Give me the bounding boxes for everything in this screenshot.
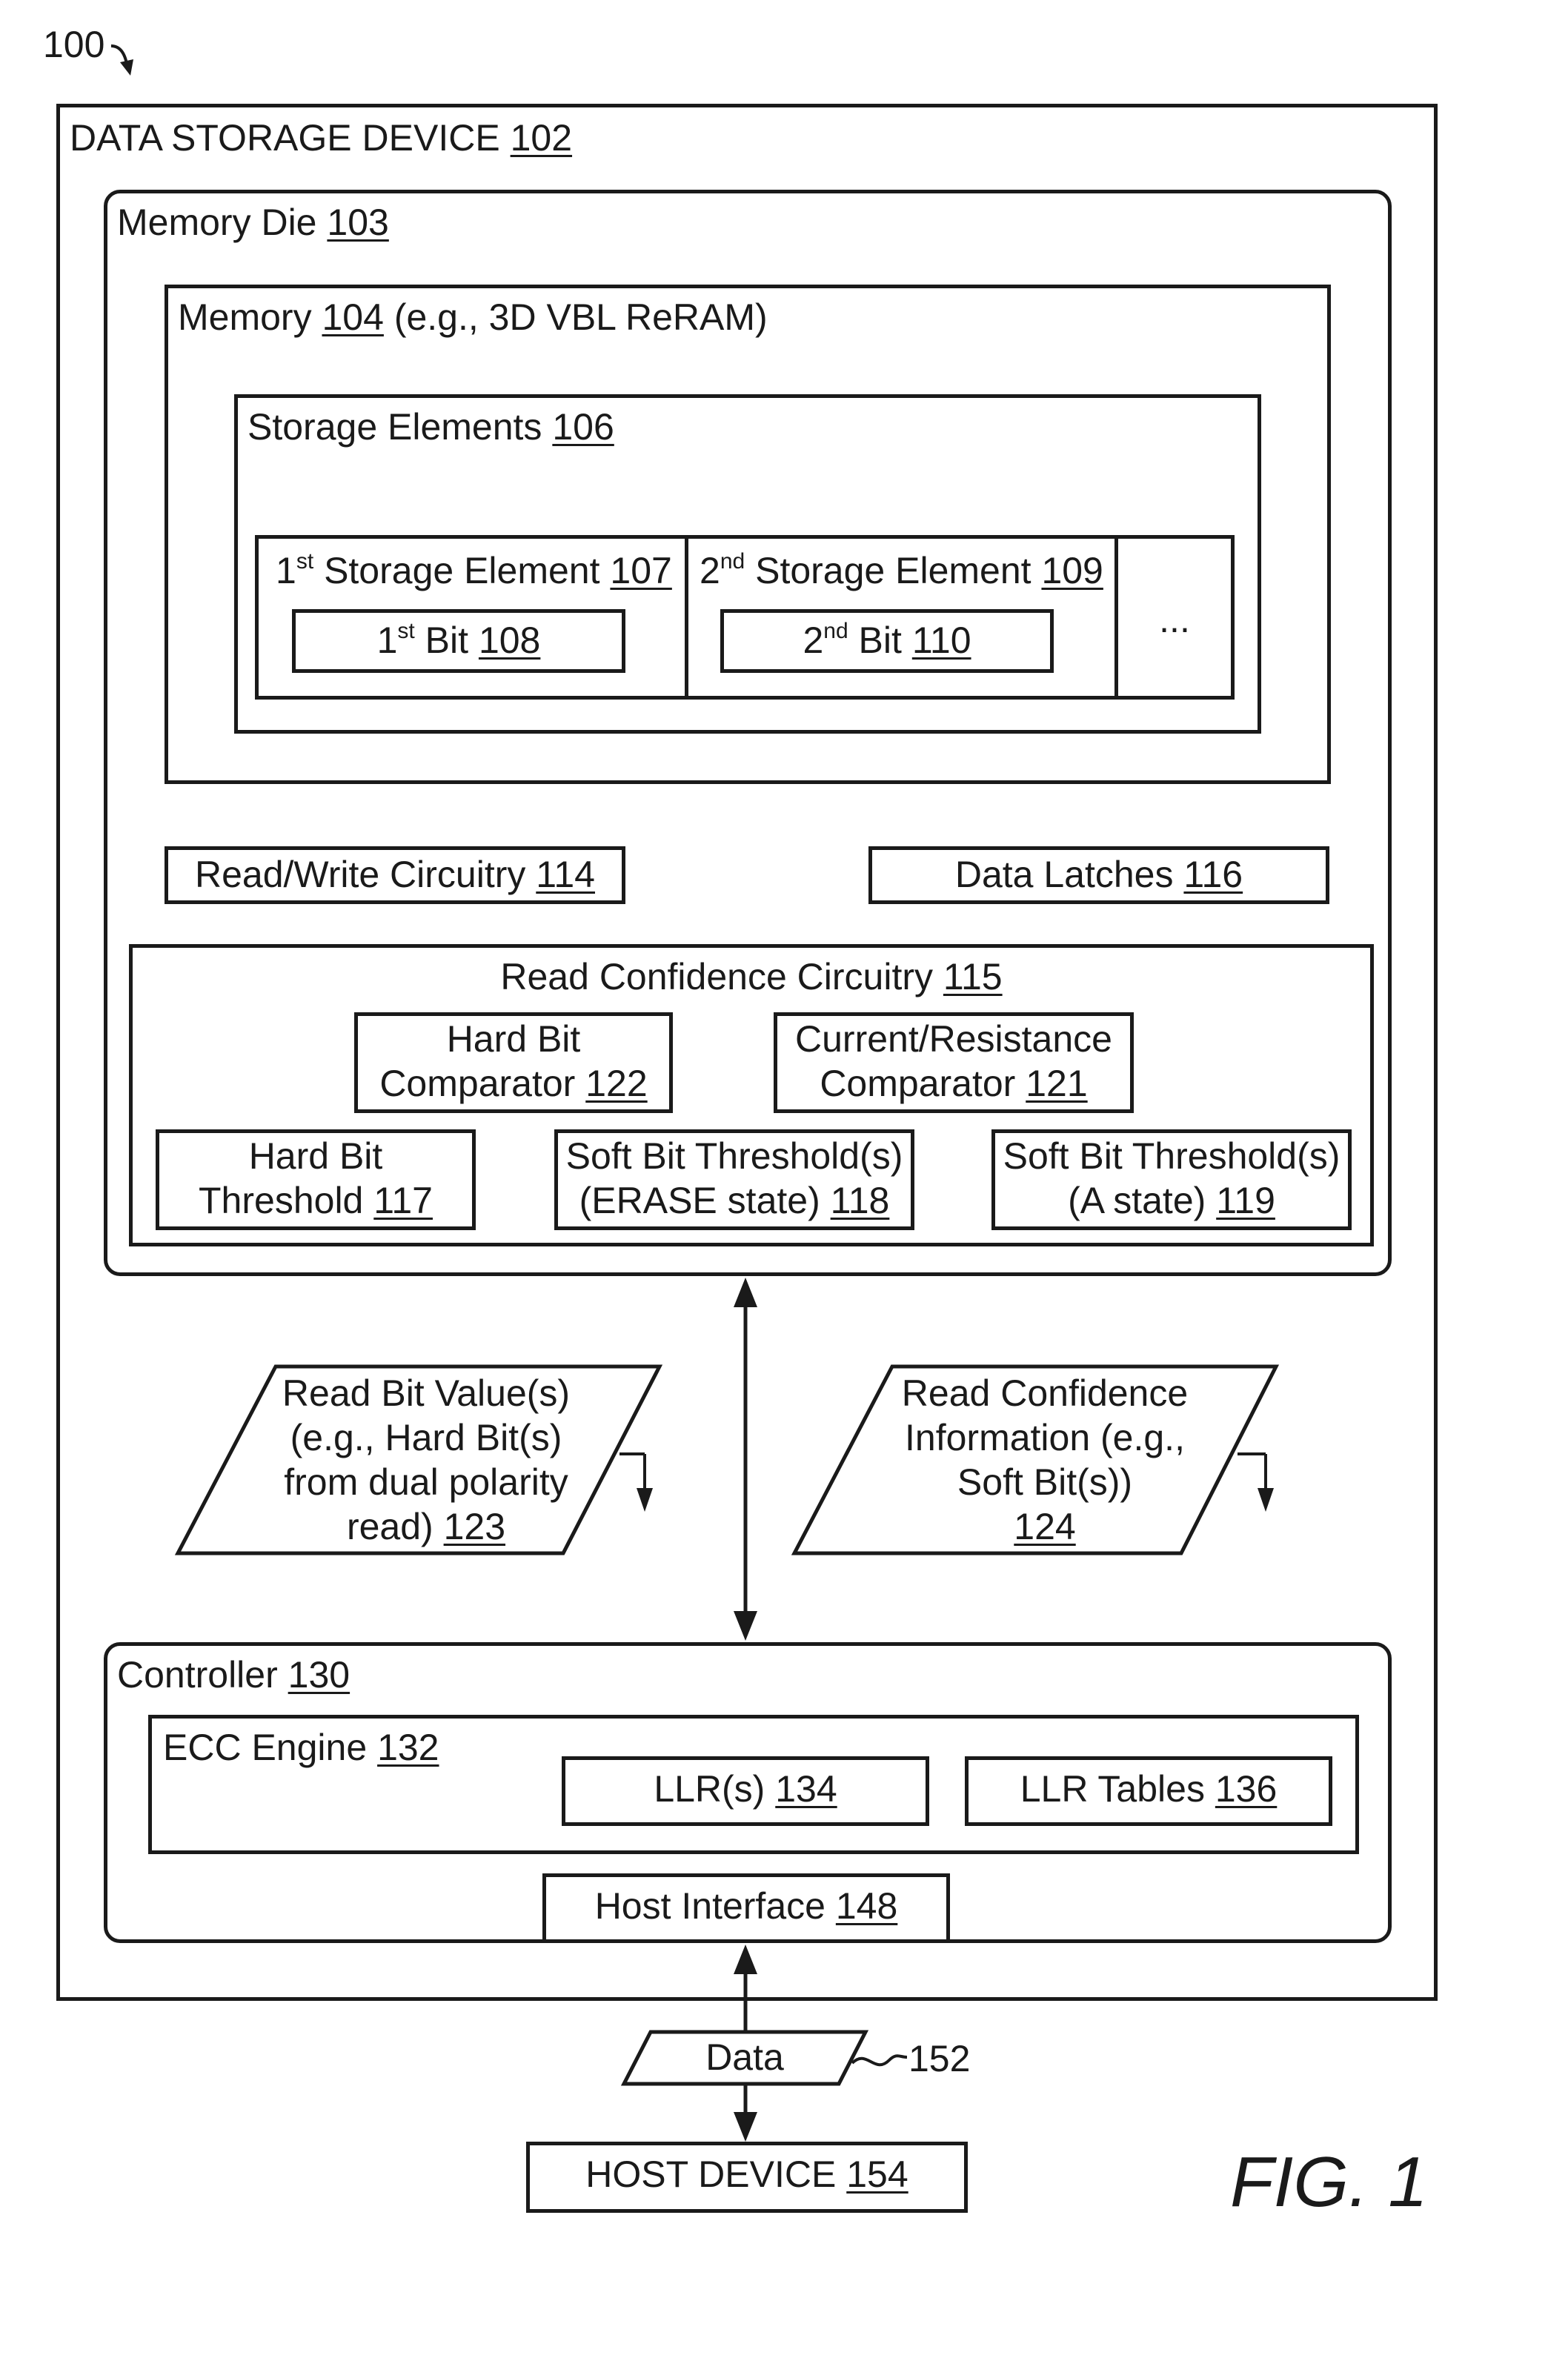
figure-ref-pointer-head — [120, 59, 133, 76]
read-confidence-info-label: Read Confidence Information (e.g., Soft … — [852, 1371, 1238, 1549]
figure-label: FIG. 1 — [1230, 2142, 1428, 2223]
data-ref: 152 — [908, 2036, 970, 2081]
die-controller-arrow-down-head — [734, 1611, 757, 1641]
host-arrow-up-head — [734, 1945, 757, 1974]
read-bit-values-small-arrow-head — [637, 1488, 653, 1512]
read-confidence-info-small-arrow-head — [1258, 1488, 1274, 1512]
data-ref-leader — [852, 2056, 907, 2065]
data-label: Data — [637, 2035, 852, 2079]
read-bit-values-label: Read Bit Value(s) (e.g., Hard Bit(s) fro… — [245, 1371, 608, 1549]
host-arrow-down-head — [734, 2112, 757, 2142]
die-controller-arrow-up-head — [734, 1278, 757, 1307]
